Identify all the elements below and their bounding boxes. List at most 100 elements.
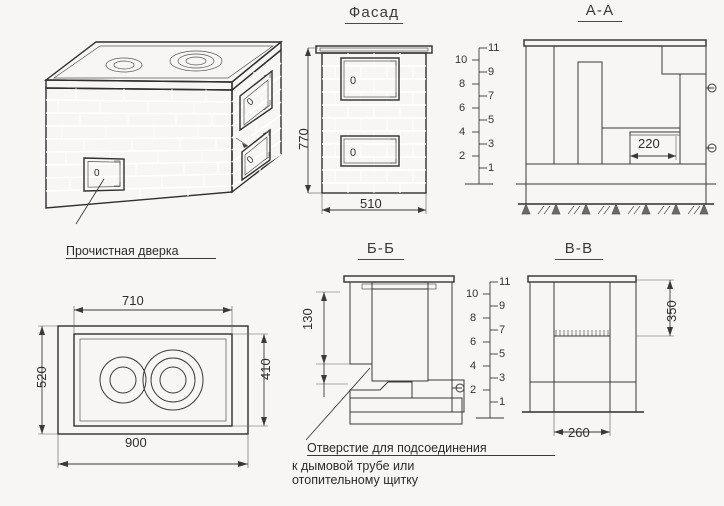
plan-burner-right-outer [142, 349, 204, 411]
scale-bottom-odd-3: 3 [499, 372, 506, 384]
section-vv-title-text: В-В [564, 240, 594, 257]
aa-right-wall-top [661, 45, 707, 75]
course-scale-bottom [466, 278, 516, 428]
vv-ashpit-void [553, 335, 611, 383]
course-scale-top [455, 44, 505, 194]
facade-title-rule [345, 23, 403, 24]
vv-base [529, 381, 637, 413]
burner-ring-right-mid [177, 53, 215, 69]
chimney-caption-line1: Отверстие для подсоединения [307, 441, 555, 456]
scale-bottom-even-2: 2 [470, 384, 477, 396]
firebox-door-side: 0 [239, 69, 273, 132]
scale-bottom-even-10: 10 [466, 288, 479, 300]
facade-top-slab [315, 45, 433, 54]
ashpit-door-side: 0 [241, 128, 271, 182]
bb-right-wall [427, 281, 453, 381]
section-vv-dim-350: 350 [664, 300, 679, 322]
section-aa-title-text: А-А [585, 2, 615, 19]
plan-burner-left-outer [99, 356, 147, 404]
facade-title-text: Фасад [348, 4, 400, 21]
burner-ring-left-outer [105, 57, 143, 73]
cleaning-door-label: Прочистная дверка [66, 244, 216, 259]
bb-left-wall [349, 281, 373, 365]
facade-view: 0 0 [300, 38, 450, 218]
section-aa-dim-220: 220 [638, 136, 660, 151]
chimney-caption-line3: отопительному щитку [292, 473, 419, 487]
aa-earth-hatching [521, 203, 709, 215]
plan-burner-right-inner [159, 366, 187, 394]
section-vv-title: В-В [555, 240, 603, 260]
bb-base-slab [349, 397, 463, 413]
bb-caption-leader [305, 367, 371, 441]
section-bb-view [292, 272, 472, 442]
scale-top-odd-9: 9 [488, 66, 495, 78]
scale-bottom-odd-5: 5 [499, 348, 506, 360]
cleaning-door-leader [75, 178, 105, 225]
scale-bottom-odd-7: 7 [499, 324, 506, 336]
scale-top-odd-1: 1 [488, 162, 495, 174]
aa-door-symbol-upper [706, 83, 717, 93]
section-bb-dim-130: 130 [300, 308, 315, 330]
plan-plate-inner [79, 338, 227, 422]
section-bb-title-rule [358, 259, 404, 260]
section-aa-view [512, 36, 720, 226]
svg-text:0: 0 [350, 147, 356, 159]
scale-bottom-even-4: 4 [470, 360, 477, 372]
facade-title: Фасад [345, 4, 403, 24]
section-bb-title-text: Б-Б [366, 240, 396, 257]
aa-partition [577, 61, 603, 165]
vv-firebox-void [553, 281, 611, 337]
cleaning-door-front: 0 [83, 157, 125, 192]
facade-firebox-door: 0 [340, 57, 400, 101]
plan-outer-rect [57, 325, 249, 435]
scale-top-even-8: 8 [459, 78, 466, 90]
svg-text:0: 0 [245, 154, 257, 166]
section-vv-view [518, 272, 718, 452]
scale-top-odd-3: 3 [488, 138, 495, 150]
bb-chamber-void [371, 288, 429, 382]
section-vv-dim-260: 260 [568, 425, 590, 440]
burner-ring-left-inner [113, 60, 135, 70]
scale-bottom-odd-9: 9 [499, 300, 506, 312]
svg-text:0: 0 [350, 75, 356, 87]
svg-text:0: 0 [94, 168, 100, 179]
plan-view [18, 288, 288, 488]
bb-corbel [349, 381, 413, 399]
vv-grate [554, 330, 610, 337]
facade-dim-width: 510 [360, 196, 382, 211]
isometric-stove-view: 0 [36, 24, 296, 225]
burner-ring-right-inner [185, 56, 207, 66]
plan-inner-rect [73, 333, 233, 427]
scale-top-even-4: 4 [459, 126, 466, 138]
chimney-caption-line2: к дымовой трубе или [292, 459, 415, 473]
plan-dim-410: 410 [258, 358, 273, 380]
plan-dim-710: 710 [122, 293, 144, 308]
plan-burner-right-mid [150, 357, 196, 403]
plan-burner-left-inner [109, 366, 137, 394]
vv-left-wall [529, 281, 555, 413]
section-vv-title-rule [555, 259, 603, 260]
aa-right-wall [679, 73, 707, 165]
scale-top-even-6: 6 [459, 102, 466, 114]
scale-top-odd-11: 11 [488, 42, 500, 54]
section-aa-title: А-А [578, 2, 622, 22]
aa-door-symbol-lower [706, 143, 717, 153]
bb-base-foot [349, 411, 463, 425]
vv-top-slab [527, 275, 637, 283]
scale-bottom-odd-1: 1 [499, 396, 506, 408]
scale-top-odd-7: 7 [488, 90, 495, 102]
burner-ring-right-outer [169, 50, 223, 72]
bb-top-slab [343, 275, 455, 283]
section-aa-title-rule [578, 21, 622, 22]
aa-left-wall [525, 45, 555, 165]
scale-bottom-odd-11: 11 [499, 276, 511, 288]
vv-right-wall [609, 281, 637, 413]
scale-bottom-even-8: 8 [470, 312, 477, 324]
scale-top-even-10: 10 [455, 54, 468, 66]
stove-top-plate [43, 41, 283, 83]
scale-bottom-even-6: 6 [470, 336, 477, 348]
section-bb-title: Б-Б [358, 240, 404, 260]
scale-top-odd-5: 5 [488, 114, 495, 126]
plan-dim-900: 900 [125, 435, 147, 450]
